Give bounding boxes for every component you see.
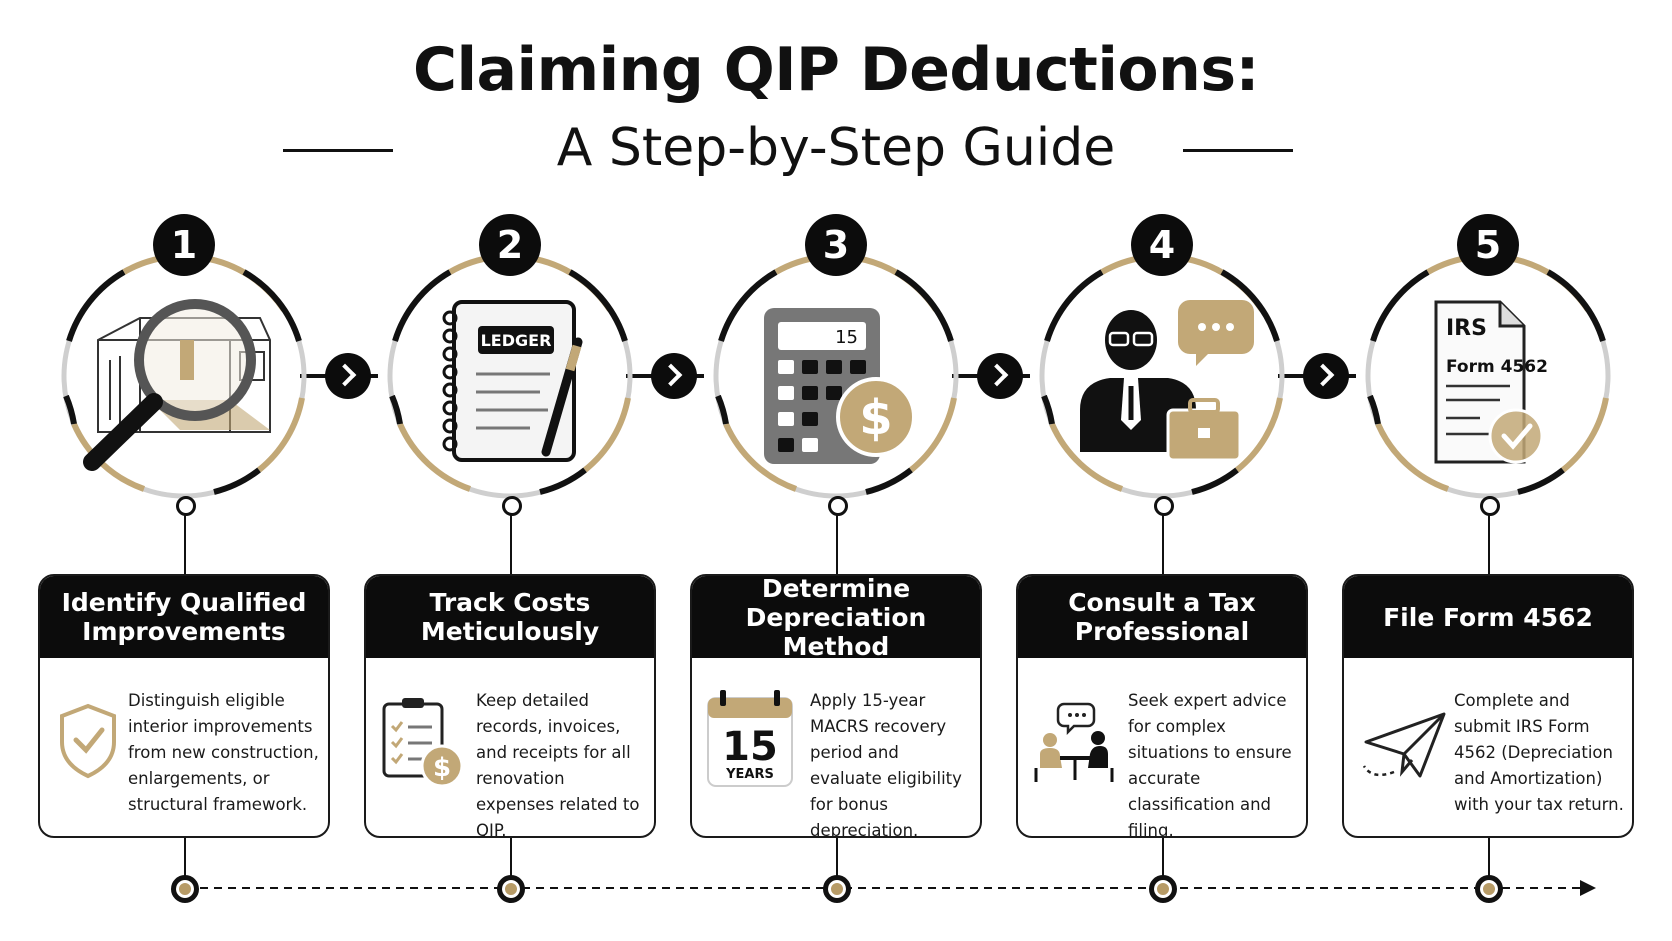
irs-form-icon: IRS Form 4562 [1434, 300, 1548, 464]
paper-plane-icon [1362, 712, 1446, 778]
chevron-right-icon [1303, 353, 1349, 399]
connector-dot [502, 496, 522, 516]
step-4-card: Consult a Tax Professional Seek expert a… [1016, 574, 1308, 838]
step-3-badge: 3 [805, 214, 867, 276]
calendar-number: 15 [722, 724, 778, 770]
step-2-badge: 2 [479, 214, 541, 276]
chevron-right-icon [977, 353, 1023, 399]
connector-dot [176, 496, 196, 516]
timeline-dot [823, 875, 851, 903]
connector-line [1488, 838, 1490, 878]
chevron-right-icon [651, 353, 697, 399]
chevron-right-icon [325, 353, 371, 399]
connector-dot [1154, 496, 1174, 516]
ledger-label-text: LEDGER [481, 331, 552, 350]
connector-line [1488, 513, 1490, 574]
timeline-dot [497, 875, 525, 903]
step-3-card: Determine Depreciation Method 15 YEARS A… [690, 574, 982, 838]
title-rule-left [283, 149, 393, 152]
step-3-heading: Determine Depreciation Method [692, 576, 980, 661]
connector-line [1162, 838, 1164, 878]
timeline-dot [1149, 875, 1177, 903]
step-2-card: Track Costs Meticulously $ Keep detailed… [364, 574, 656, 838]
step-1-description: Distinguish eligible interior improvemen… [128, 691, 319, 814]
step-5-heading: File Form 4562 [1344, 576, 1632, 658]
timeline-dot [171, 875, 199, 903]
step-1-badge: 1 [153, 214, 215, 276]
advisor-briefcase-icon [1080, 300, 1254, 462]
checklist-dollar-icon: $ [382, 698, 464, 788]
calculator-dollar-icon: 15 $ [764, 308, 916, 464]
step-2-heading: Track Costs Meticulously [366, 576, 654, 658]
connector-line [184, 838, 186, 878]
step-5-card: File Form 4562 Complete and submit IRS F… [1342, 574, 1634, 838]
meeting-icon [1034, 702, 1114, 782]
shield-check-icon [60, 703, 116, 779]
calculator-display: 15 [835, 327, 858, 348]
connector-line [836, 513, 838, 574]
svg-text:$: $ [859, 390, 892, 446]
step-3-description: Apply 15-year MACRS recovery period and … [810, 691, 962, 838]
connector-line [510, 838, 512, 878]
step-5-description: Complete and submit IRS Form 4562 (Depre… [1454, 691, 1624, 814]
irs-label: IRS [1446, 316, 1487, 341]
step-4-description: Seek expert advice for complex situation… [1128, 691, 1292, 838]
step-4-ring [1042, 256, 1282, 496]
ledger-notebook-icon: Identify Qualified Improvements LEDGER [442, 300, 583, 462]
form-label: Form 4562 [1446, 357, 1548, 377]
svg-text:$: $ [433, 753, 451, 783]
connector-line [836, 838, 838, 878]
connector-line [1162, 513, 1164, 574]
step-1-heading: Identify Qualified Improvements [40, 576, 328, 658]
magnifier-over-building-icon [83, 299, 271, 471]
step-5-badge: 5 [1457, 214, 1519, 276]
title-rule-right [1183, 149, 1293, 152]
step-1-card: Identify Qualified Improvements Distingu… [38, 574, 330, 838]
calendar-icon: 15 YEARS [707, 690, 793, 787]
step-4-badge: 4 [1131, 214, 1193, 276]
page-subtitle: A Step-by-Step Guide [556, 118, 1116, 178]
step-4-heading: Consult a Tax Professional [1018, 576, 1306, 658]
connector-dot [828, 496, 848, 516]
timeline-dot [1475, 875, 1503, 903]
connector-dot [1480, 496, 1500, 516]
connector-line [510, 513, 512, 574]
calendar-label: YEARS [725, 767, 774, 782]
page-title: Claiming QIP Deductions: [412, 35, 1260, 105]
connector-line [184, 513, 186, 574]
step-2-description: Keep detailed records, invoices, and rec… [476, 691, 640, 838]
